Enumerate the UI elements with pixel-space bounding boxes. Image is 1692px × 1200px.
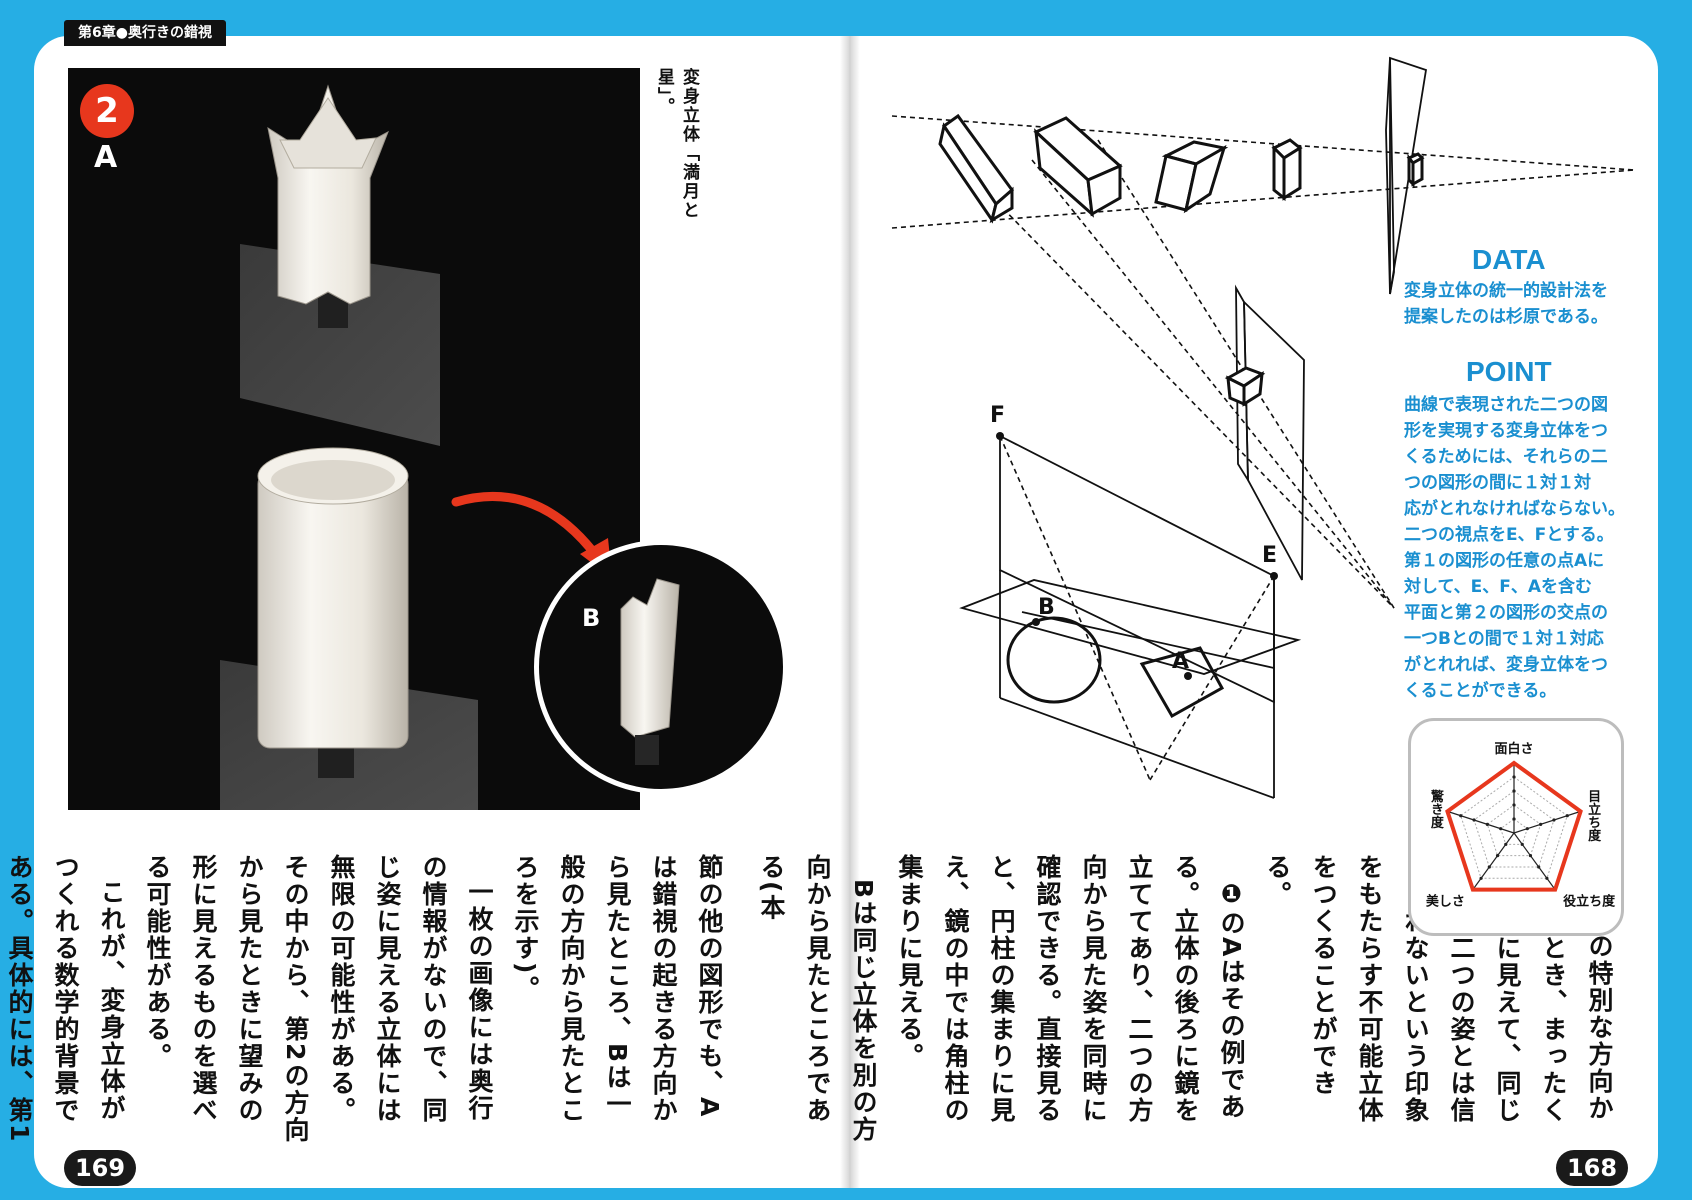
- radar-axis-tick: [1504, 842, 1508, 846]
- data-text: 変身立体の統一的設計法を 提案したのは杉原である。: [1404, 278, 1624, 330]
- right-paragraph-3: Bは同じ立体を別の方向から見たところである(本: [757, 854, 878, 1144]
- radar-axis-tick: [1487, 865, 1491, 869]
- left-body-text: 節の他の図形でも、Aは錯視の起きる方向から見たところ、Bは一般の方向から見たとこ…: [5, 854, 732, 1144]
- data-heading: DATA: [1472, 244, 1546, 275]
- diagram-label-e: E: [1262, 543, 1277, 568]
- inset-illustration: [620, 578, 680, 765]
- right-page: [850, 36, 1658, 1188]
- radar-axis-label: 面白さ: [1494, 741, 1533, 757]
- book-gutter: [840, 36, 860, 1188]
- radar-axis-tick: [1512, 789, 1516, 793]
- page-number-left: 169: [64, 1150, 136, 1186]
- point-line: くるためには、それらの二: [1404, 447, 1608, 467]
- radar-axis-label: 役立ち度: [1563, 894, 1616, 910]
- radar-axis-tick: [1552, 818, 1556, 822]
- radar-grid-ring: [1486, 804, 1542, 857]
- point-line: くることができる。: [1404, 681, 1557, 701]
- figure-photo: [68, 68, 640, 810]
- radar-axis-label: 目立ち度: [1585, 789, 1601, 842]
- diagram-label-a: A: [1172, 649, 1189, 674]
- radar-axis-label: 驚き度: [1428, 789, 1445, 830]
- radar-grid-ring: [1460, 776, 1568, 879]
- point-line: 形を実現する変身立体をつ: [1404, 421, 1608, 441]
- radar-axis-label: 美しさ: [1426, 894, 1465, 910]
- point-line: 第１の図形の任意の点Aに: [1404, 551, 1605, 571]
- radar-axis-tick: [1499, 827, 1503, 831]
- data-line: 提案したのは杉原である。: [1404, 307, 1608, 327]
- inset-photo: [534, 540, 788, 794]
- radar-axis-tick: [1459, 814, 1463, 818]
- radar-axis-line: [1472, 832, 1515, 890]
- radar-axis-tick: [1472, 818, 1476, 822]
- figure-label-a: A: [94, 140, 118, 175]
- radar-axis-tick: [1520, 842, 1524, 846]
- point-heading: POINT: [1466, 356, 1552, 387]
- radar-axis-tick: [1545, 876, 1549, 880]
- point-line: 曲線で表現された二つの図: [1404, 395, 1608, 415]
- rating-radar-box: 面白さ目立ち度役立ち度 美しさ 驚き度: [1408, 718, 1624, 936]
- figure-label-b: B: [582, 604, 601, 632]
- left-paragraph-1: 節の他の図形でも、Aは錯視の起きる方向から見たところ、Bは一般の方向から見たとこ…: [511, 854, 724, 1124]
- diagram-label-b: B: [1038, 595, 1055, 620]
- point-line: 一つBとの間で１対１対応: [1404, 629, 1604, 649]
- point-line: 二つの視点をE、Fとする。: [1404, 525, 1614, 545]
- diagram-label-f: F: [990, 403, 1005, 428]
- radar-axis-tick: [1479, 876, 1483, 880]
- point-line: 対して、E、F、Aを含む: [1404, 577, 1593, 597]
- photo-illustration: [220, 84, 612, 810]
- left-paragraph-3: これが、変身立体がつくれる数学的背景である。具体的には、第1の方向から見たとき望…: [5, 854, 126, 1144]
- chapter-tab: 第6章●奥行きの錯視: [64, 20, 226, 46]
- radar-axis-tick: [1528, 854, 1533, 858]
- left-paragraph-2: 一枚の画像には奥行の情報がないので、同じ姿に見える立体には無限の可能性がある。そ…: [143, 854, 494, 1144]
- radar-axis-line: [1513, 810, 1581, 834]
- data-line: 変身立体の統一的設計法を: [1404, 281, 1608, 301]
- point-line: 応がとれなければならない。: [1404, 499, 1625, 519]
- point-text: 曲線で表現された二つの図 形を実現する変身立体をつ くるためには、それらの二 つ…: [1404, 392, 1632, 704]
- point-line: 平面と第２の図形の交点の: [1404, 603, 1608, 623]
- right-paragraph-2: ❶のAはその例である。立体の後ろに鏡を立ててあり、二つの方向から見た姿を同時に確…: [895, 854, 1246, 1124]
- radar-axis-tick: [1495, 854, 1500, 858]
- figure-number-badge: 2: [80, 84, 134, 138]
- point-line: つの図形の間に１対１対: [1404, 473, 1591, 493]
- radar-axis-tick: [1537, 865, 1541, 869]
- perspective-diagram: F E B A: [891, 56, 1635, 799]
- radar-axis-line: [1513, 832, 1556, 890]
- radar-axis-tick: [1512, 817, 1516, 821]
- point-line: がとれれば、変身立体をつ: [1404, 655, 1608, 675]
- radar-grid-ring: [1473, 790, 1555, 868]
- radar-axis-tick: [1539, 822, 1543, 826]
- radar-value-polygon: [1445, 760, 1583, 892]
- radar-axis-tick: [1485, 822, 1489, 826]
- radar-axis-tick: [1525, 827, 1529, 831]
- radar-axis-line: [1447, 810, 1515, 834]
- radar-axis-tick: [1512, 775, 1516, 779]
- radar-grid-ring: [1500, 818, 1528, 845]
- radar-axis-tick: [1565, 814, 1569, 818]
- figure-caption: 変身立体「満月と星」。: [654, 68, 699, 220]
- page-number-right: 168: [1556, 1150, 1628, 1186]
- radar-axis-tick: [1512, 803, 1516, 807]
